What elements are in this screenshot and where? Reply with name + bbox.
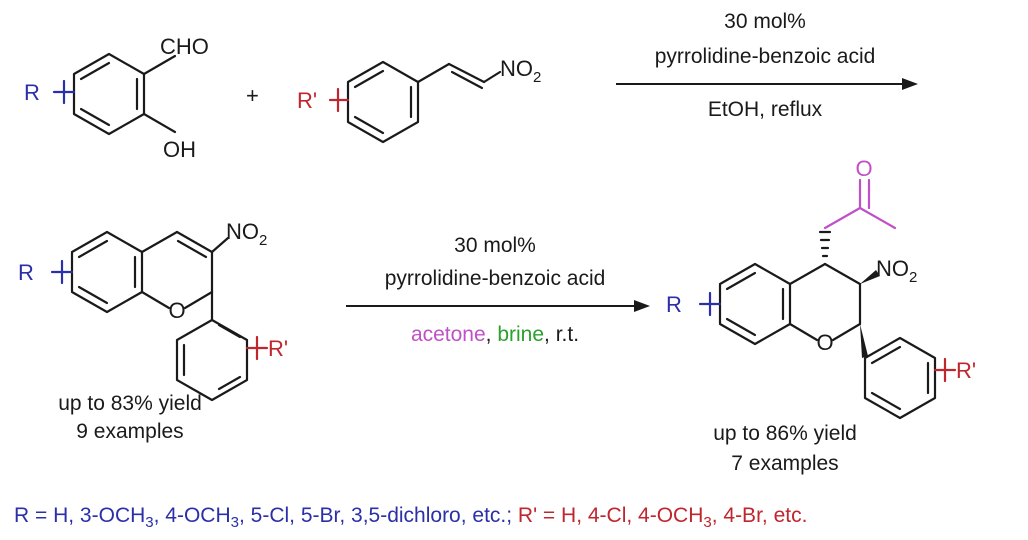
step2-catalyst: pyrrolidine-benzoic acid [385, 267, 606, 290]
substituent-footnote: R = H, 3-OCH3, 4-OCH3, 5-Cl, 5-Br, 3,5-d… [14, 504, 807, 531]
product-examples: 7 examples [731, 452, 838, 475]
product-yield: up to 86% yield [713, 422, 857, 445]
step1-conditions: EtOH, reflux [708, 98, 823, 121]
cho-label: CHO [160, 34, 209, 59]
nitrochromene-structure: NO2 O R R' [18, 219, 288, 402]
oh-label: OH [163, 137, 196, 162]
step1-catalyst: pyrrolidine-benzoic acid [655, 45, 876, 68]
acetone-text: acetone [411, 323, 486, 346]
r-prime-label: R' [297, 88, 317, 113]
nitro-label: NO2 [500, 56, 541, 86]
step1-arrow [616, 78, 918, 90]
intermediate-r-prime-label: R' [268, 336, 288, 361]
chromane-product-structure: O NO2 O R R' [666, 156, 976, 420]
solid-wedge-bond-nitro [860, 270, 880, 284]
salicylaldehyde-structure: CHO OH R [24, 34, 209, 162]
product-r-label: R [666, 292, 682, 317]
r-prime-substituents: R' = H, 4-Cl, 4-OCH3, 4-Br, etc. [518, 504, 808, 531]
r-label: R [24, 80, 40, 105]
brine-text: brine [497, 323, 544, 346]
intermediate-examples: 9 examples [76, 420, 183, 443]
solid-wedge-bond-aryl [860, 324, 868, 358]
intermediate-yield: up to 83% yield [58, 392, 202, 415]
intermediate-nitro-label: NO2 [226, 219, 267, 249]
product-r-prime-label: R' [956, 358, 976, 383]
hashed-wedge-bond [818, 230, 832, 258]
step2-arrow [346, 300, 650, 312]
step2-catalyst-loading: 30 mol% [454, 234, 536, 257]
intermediate-r-label: R [18, 260, 34, 285]
intermediate-oxygen-label: O [168, 298, 185, 323]
carbonyl-oxygen-label: O [855, 156, 872, 181]
product-oxygen-label: O [816, 330, 833, 355]
plus-sign: + [246, 83, 259, 108]
step1-catalyst-loading: 30 mol% [724, 10, 806, 33]
step2-conditions: acetone, brine, r.t. [411, 323, 579, 346]
nitrostyrene-structure: NO2 R' [297, 56, 541, 144]
r-substituents: R = H, 3-OCH3, 4-OCH3, 5-Cl, 5-Br, 3,5-d… [14, 504, 518, 531]
product-nitro-label: NO2 [876, 256, 917, 286]
